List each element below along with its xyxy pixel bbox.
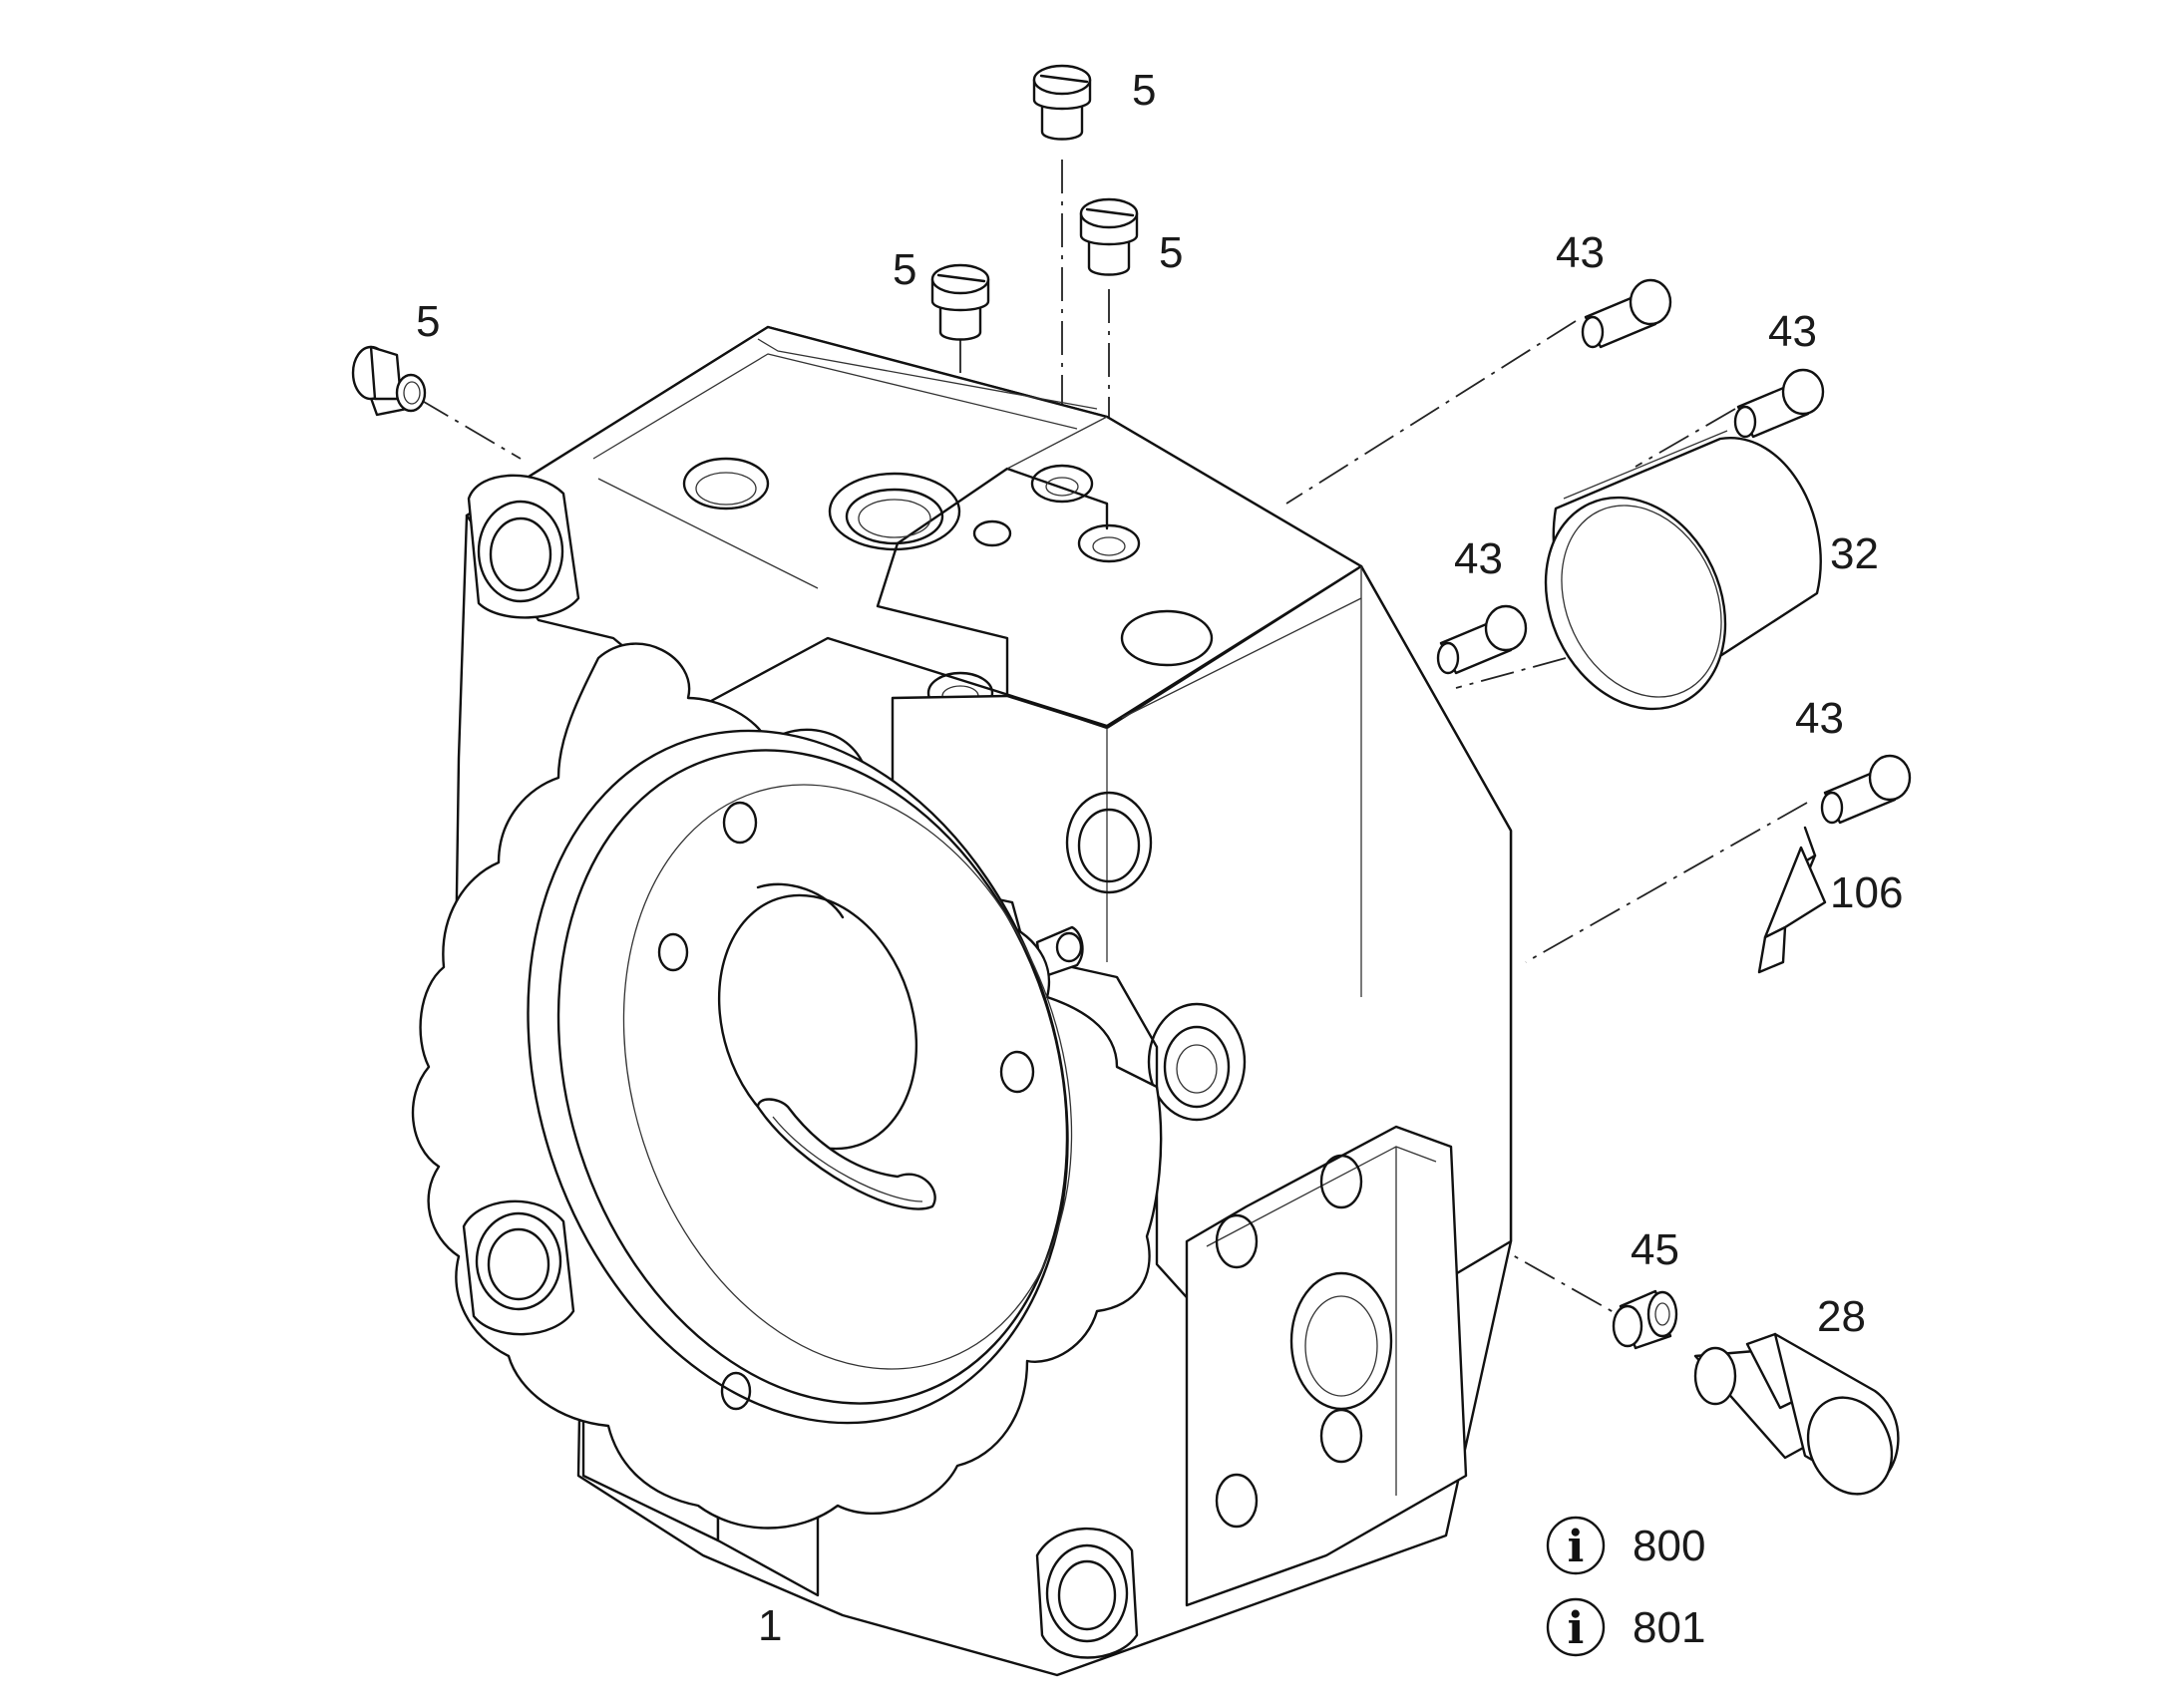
label-sleeve: 45: [1631, 1225, 1679, 1274]
screw-4: [1820, 754, 1912, 825]
housing-part: [411, 325, 1513, 1677]
label-screw-1: 43: [1556, 228, 1605, 277]
svg-text:i: i: [1568, 1603, 1585, 1654]
label-screw-4: 43: [1795, 694, 1844, 743]
label-screw-3: 43: [1454, 534, 1503, 583]
sleeve-part: [1612, 1289, 1678, 1350]
info-icon: i: [1546, 1516, 1606, 1575]
screw-3: [1436, 604, 1528, 675]
screw-2: [1733, 368, 1825, 439]
plug-left: [351, 345, 427, 417]
label-sealant: 106: [1830, 868, 1903, 917]
info-ref-800: 800: [1633, 1522, 1705, 1570]
callout-labels: 1 5 5 5 5 43 43 43 43 32 106 45 28 800 8…: [416, 66, 1903, 1652]
plug-mid: [930, 263, 990, 341]
label-plug-left: 5: [416, 297, 440, 346]
label-plug-top-right: 5: [1159, 228, 1183, 277]
label-screw-2: 43: [1768, 307, 1817, 356]
label-plug-mid: 5: [893, 245, 916, 294]
label-sensor: 28: [1817, 1292, 1866, 1341]
sealant-tube: [1757, 826, 1827, 974]
bushing-part: [1544, 430, 1822, 711]
label-plug-top-center: 5: [1132, 66, 1156, 115]
info-icon: i: [1546, 1597, 1606, 1657]
svg-text:i: i: [1568, 1522, 1585, 1572]
label-bushing: 32: [1830, 529, 1879, 578]
plug-top-center: [1032, 64, 1092, 141]
screw-1: [1581, 278, 1672, 349]
plug-top-right: [1079, 197, 1139, 276]
info-ref-801: 801: [1633, 1603, 1705, 1652]
sensor-part: [1693, 1332, 1900, 1496]
label-housing: 1: [758, 1601, 782, 1650]
